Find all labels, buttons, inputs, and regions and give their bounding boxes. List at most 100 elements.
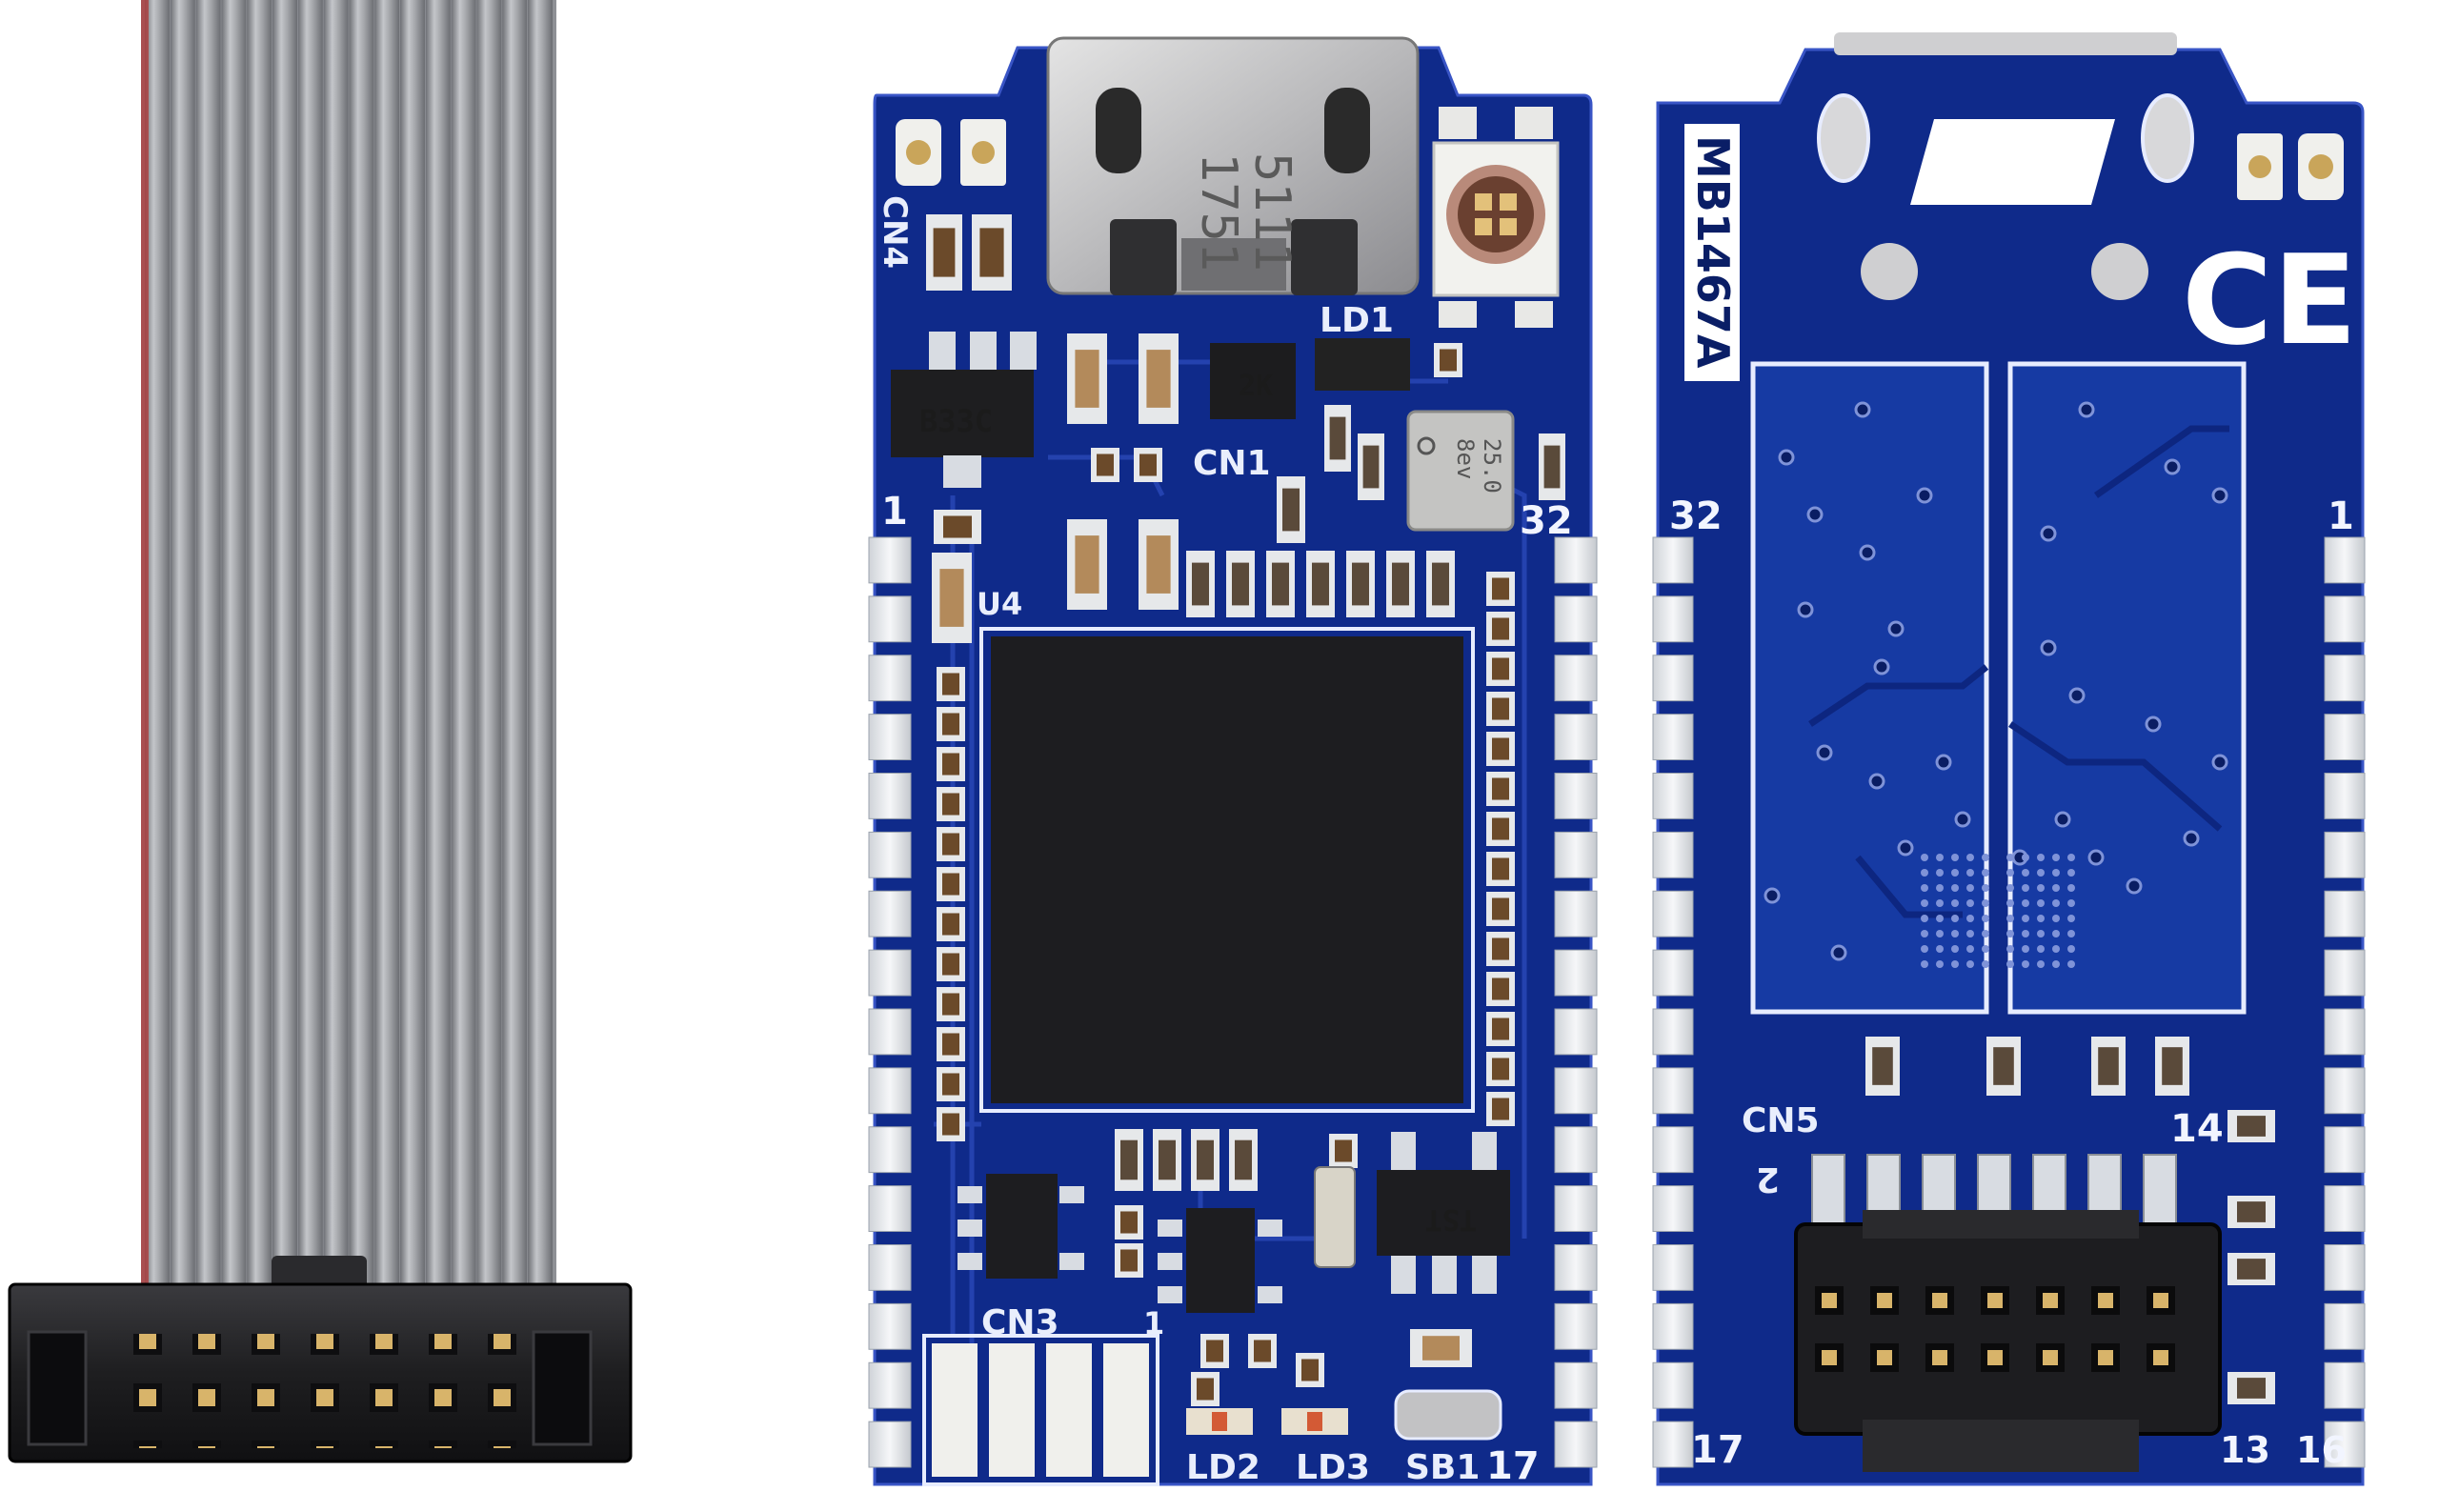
front-test-pad-1-hole	[906, 140, 931, 165]
regulator-b33c: B33C	[891, 332, 1037, 488]
castellated-pad	[1554, 655, 1598, 702]
back-label-pin1: 1	[2328, 494, 2354, 538]
smd-component-body	[2162, 1047, 2183, 1085]
via	[2052, 899, 2060, 907]
smd-component-body	[1120, 1249, 1138, 1272]
back-pour-right	[2007, 361, 2247, 1015]
front-label-ld2: LD2	[1186, 1448, 1260, 1487]
crystal-marking-1: 25.0	[1479, 438, 1505, 494]
ribbon-wire	[170, 0, 195, 1291]
castellated-pad	[2324, 1067, 2366, 1115]
ld1-diode	[1315, 338, 1410, 391]
front-test-pad-2-hole	[972, 141, 995, 164]
esd-ic-2k	[1210, 343, 1296, 419]
castellated-pad	[868, 890, 912, 937]
via	[1936, 854, 1944, 861]
usb-marking-1: 1751	[1190, 152, 1247, 272]
castellated-pad	[868, 773, 912, 819]
connector-pin-field	[105, 1334, 518, 1448]
header-socket-contact	[2043, 1350, 2058, 1365]
castellated-pad	[1554, 714, 1598, 760]
via	[2067, 960, 2075, 968]
smd-component-body	[1301, 1359, 1319, 1381]
smd-component-body	[942, 953, 959, 976]
smd-component-body	[1422, 1336, 1460, 1361]
back-label-pin14: 14	[2170, 1107, 2224, 1151]
front-label-pin32: 32	[1520, 499, 1573, 543]
smd-component-body	[942, 753, 959, 776]
back-label-pin17: 17	[1691, 1428, 1744, 1472]
via	[2067, 945, 2075, 953]
castellated-pad	[2324, 655, 2366, 702]
smd-component-body	[1993, 1047, 2014, 1085]
smd-component-body	[1097, 454, 1114, 476]
castellated-pad	[1652, 831, 1694, 878]
via	[1966, 960, 1974, 968]
via	[1887, 620, 1905, 637]
via	[1951, 869, 1959, 877]
via	[2052, 884, 2060, 892]
castellated-pad	[868, 595, 912, 643]
crystal-oscillator: 25.0 8ev	[1406, 410, 1515, 532]
castellated-pad	[1652, 1421, 1694, 1468]
castellated-pad	[2324, 1302, 2366, 1350]
board-id-plate	[1684, 124, 1740, 381]
regulator-marking: B33C	[919, 403, 993, 439]
regulator-tst-marking: TST	[1425, 1202, 1477, 1236]
via	[2022, 884, 2029, 892]
back-shield-pad-4	[2091, 243, 2148, 300]
front-label-cn3-pin: 1	[1143, 1305, 1164, 1341]
smd-component-body	[1440, 349, 1457, 372]
castellated-pad	[868, 1244, 912, 1291]
via	[2087, 849, 2105, 866]
smd-component-body	[942, 1033, 959, 1056]
front-label-sb1: SB1	[1405, 1448, 1480, 1487]
header-socket-contact	[2098, 1350, 2113, 1365]
via	[1982, 854, 1989, 861]
smd-component-body	[942, 793, 959, 816]
via	[2006, 915, 2014, 922]
smd-component-body	[1329, 416, 1346, 460]
via	[2078, 401, 2095, 418]
via	[1966, 854, 1974, 861]
castellated-pad	[868, 1361, 912, 1409]
micro-usb-connector: 1751 5111	[1046, 36, 1420, 295]
via	[2037, 884, 2045, 892]
smd-component-body	[1392, 562, 1409, 606]
smd-component-body	[2237, 1259, 2266, 1280]
via	[2006, 899, 2014, 907]
smd-component-body	[1432, 562, 1449, 606]
via	[2052, 915, 2060, 922]
header-socket-contact	[1822, 1293, 1837, 1308]
smd-component-body	[1492, 617, 1509, 640]
via	[2067, 869, 2075, 877]
smd-component-body	[942, 913, 959, 936]
via	[2067, 930, 2075, 937]
ribbon-wire	[425, 0, 451, 1291]
board-id: MB1467A	[1687, 135, 1739, 369]
smd-component-body	[1075, 535, 1099, 594]
board-front: 1751 5111 B33C 2K	[868, 36, 1598, 1488]
regulator-tst: TST	[1377, 1132, 1510, 1294]
back-castellated-pads-right	[2324, 536, 2366, 1468]
via	[2052, 930, 2060, 937]
via	[1966, 899, 1974, 907]
castellated-pad	[2324, 1008, 2366, 1056]
ribbon-wire	[247, 0, 272, 1291]
smd-component-body	[1492, 897, 1509, 920]
castellated-pad	[1652, 714, 1694, 760]
via	[1951, 915, 1959, 922]
via	[1954, 811, 1971, 828]
front-label-ld1: LD1	[1320, 301, 1394, 340]
smd-component-body	[942, 1113, 959, 1136]
ribbon-wire	[272, 0, 297, 1291]
smd-component-body	[1492, 857, 1509, 880]
via	[1936, 945, 1944, 953]
smd-component-body	[1282, 488, 1300, 532]
front-label-ld3: LD3	[1296, 1448, 1370, 1487]
castellated-pad	[1652, 1361, 1694, 1409]
header-pin	[1811, 1154, 1845, 1232]
castellated-pad	[1554, 1185, 1598, 1232]
front-passives	[926, 214, 1565, 1406]
